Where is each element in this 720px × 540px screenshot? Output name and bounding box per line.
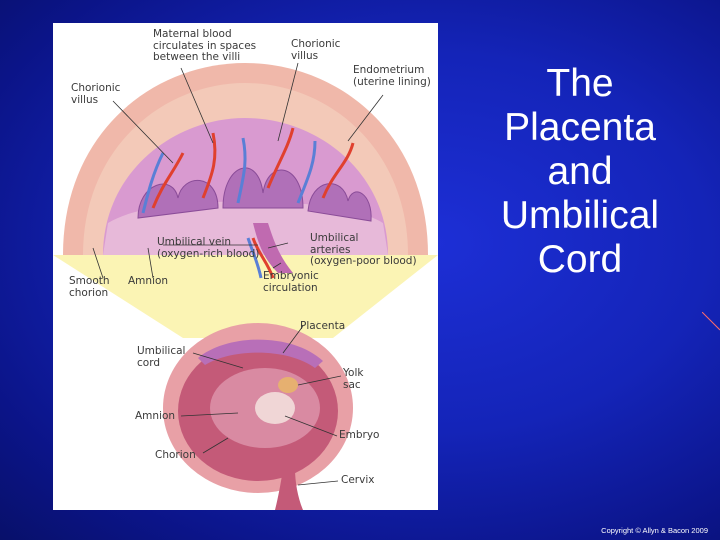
placenta-illustration (53, 62, 438, 510)
label-amnion-bottom: Amnion (135, 410, 176, 422)
label-yolk-sac: Yolk sac (343, 367, 364, 391)
copyright-notice: Copyright © Allyn & Bacon 2009 (601, 526, 708, 535)
title-line: Umbilical (500, 194, 660, 237)
cervix-shape (275, 468, 303, 510)
umbilical-cord-top (253, 223, 293, 273)
title-line: and (547, 150, 613, 193)
label-umbilical-arteries: Umbilical arteries (oxygen-poor blood) (310, 232, 417, 267)
label-smooth-chorion: Smooth chorion (69, 275, 110, 299)
label-maternal-blood: Maternal blood circulates in spaces betw… (153, 28, 257, 63)
label-placenta: Placenta (300, 320, 346, 332)
slide-title: The Placenta and Umbilical Cord (470, 62, 690, 282)
title-line: The (546, 62, 614, 105)
yolk-sac-shape (278, 377, 298, 393)
placenta-diagram: Maternal blood circulates in spaces betw… (53, 23, 438, 510)
title-line: Placenta (504, 106, 656, 149)
chorionic-plate (103, 201, 388, 255)
label-cervix: Cervix (341, 474, 375, 486)
leader-lines (92, 62, 384, 486)
placenta-lower (198, 339, 323, 368)
highlight-cone (53, 255, 438, 338)
decorative-line (702, 312, 720, 331)
label-endometrium: Endometrium (uterine lining) (353, 64, 431, 88)
label-amnion-top: Amnion (128, 275, 169, 287)
label-chorion: Chorion (155, 449, 196, 461)
title-line: Cord (537, 238, 623, 281)
label-umbilical-cord: Umbilical cord (137, 345, 186, 369)
arteries (151, 127, 355, 279)
label-embryo: Embryo (339, 429, 380, 441)
label-umbilical-vein: Umbilical vein (oxygen-rich blood) (157, 236, 260, 260)
label-embryonic-circulation: Embryonic circulation (263, 270, 319, 294)
label-chorionic-villus-top: Chorionic villus (291, 38, 341, 62)
veins (141, 137, 317, 279)
embryo-shape (255, 392, 295, 424)
label-chorionic-villus-left: Chorionic villus (71, 82, 121, 106)
